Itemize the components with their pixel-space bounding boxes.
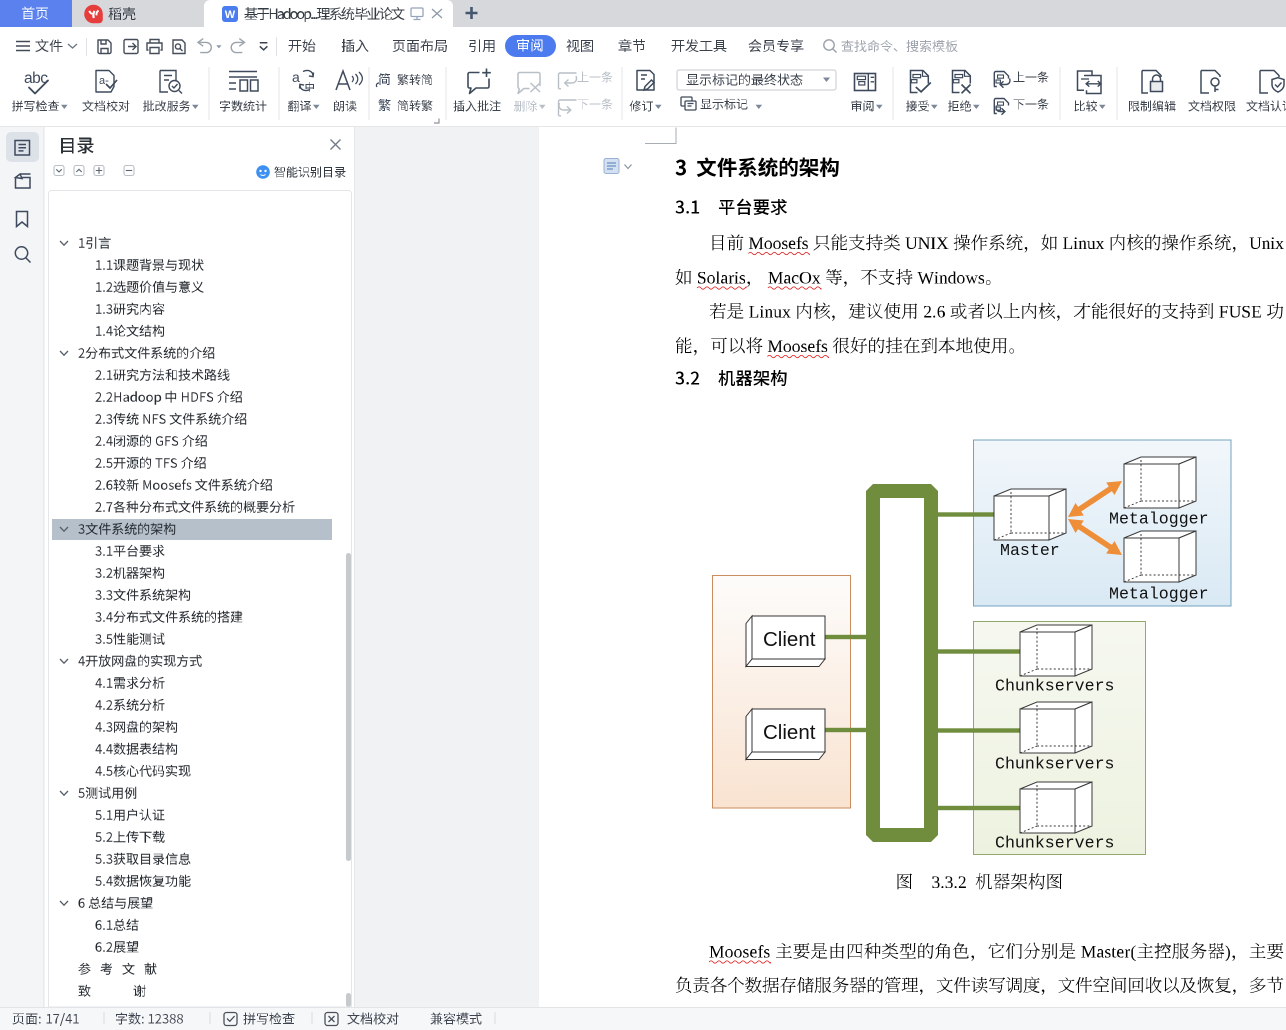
svg-text:Client: Client <box>763 721 816 744</box>
svg-text:Client: Client <box>763 628 816 651</box>
svg-text:a: a <box>292 69 300 85</box>
svg-text:Chunkservers: Chunkservers <box>995 755 1115 774</box>
svg-text:a-: a- <box>99 75 109 87</box>
svg-text:Chunkservers: Chunkservers <box>995 677 1115 696</box>
svg-text:Metalogger: Metalogger <box>1109 510 1209 529</box>
svg-text:Master: Master <box>1000 541 1060 560</box>
svg-text:Chunkservers: Chunkservers <box>995 834 1115 853</box>
svg-text:Metalogger: Metalogger <box>1109 585 1209 604</box>
svg-text:abc: abc <box>24 70 48 87</box>
svg-text:W: W <box>225 9 236 21</box>
